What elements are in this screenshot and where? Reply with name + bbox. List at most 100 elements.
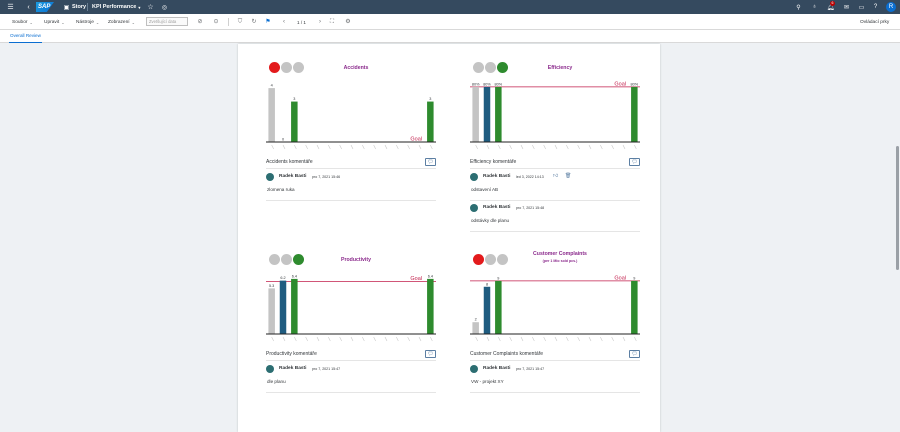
x-tick [373, 336, 376, 342]
avatar[interactable]: R [886, 2, 896, 12]
comments-divider [470, 360, 640, 361]
settings-icon[interactable]: ⚙ [345, 19, 351, 25]
chart-bar [279, 280, 287, 334]
data-search-input[interactable]: Zvetšující data [146, 17, 188, 26]
menu-upravit[interactable]: Upravit⌄ [44, 14, 65, 30]
chart-bar [495, 86, 502, 142]
x-tick [577, 144, 580, 150]
search-icon[interactable]: ⚲ [796, 4, 801, 11]
chart-bar [291, 278, 298, 334]
chart-bar [268, 88, 275, 142]
x-tick [271, 336, 274, 342]
goal-label: Goal [614, 81, 626, 87]
goal-label: Goal [410, 276, 422, 282]
status-light-green [497, 62, 508, 73]
x-tick [634, 336, 637, 342]
chart-bar [631, 280, 638, 334]
vertical-scrollbar[interactable] [896, 146, 899, 270]
delete-icon[interactable]: 🗑︎ [565, 173, 572, 179]
comments-title: Customer Complaints komentáře [470, 351, 544, 357]
menu-soubor-label: Soubor [12, 19, 28, 25]
x-tick [362, 336, 365, 342]
chart-bar [483, 86, 491, 142]
comment-date: led 3, 2022 14:13 [516, 175, 544, 179]
globe-icon[interactable]: ◎ [161, 4, 168, 11]
chat-icon[interactable]: ✉ [843, 4, 850, 11]
x-tick [407, 336, 410, 342]
star-icon[interactable]: ☆ [147, 4, 154, 11]
x-tick [316, 144, 320, 150]
comment-text: odstávky dle planu [471, 218, 510, 223]
like-icon[interactable]: 👍︎ [553, 173, 559, 179]
menu-soubor[interactable]: Soubor⌄ [12, 14, 33, 30]
status-light-grey [485, 62, 496, 73]
fullscreen-icon[interactable]: ⛶ [329, 19, 335, 25]
filter-icon[interactable]: ⛉ [237, 19, 243, 25]
panel-subtitle: (per 1 Mio sold pcs.) [542, 259, 578, 263]
data-label: 80% [495, 82, 503, 86]
x-tick [600, 144, 603, 150]
comment-button[interactable]: 💬︎ [425, 158, 436, 166]
comments-title: Accidents komentáře [266, 159, 313, 165]
chart-bar [631, 86, 638, 142]
comment-date: pro 7, 2021 15:48 [516, 206, 545, 210]
comment-text: odstavení AB [471, 187, 499, 192]
avatar [470, 365, 478, 373]
data-label: 6.4 [428, 274, 433, 278]
comment-button[interactable]: 💬︎ [425, 350, 436, 358]
controls-button[interactable]: Ovládací prky [860, 19, 890, 25]
next-page-icon[interactable]: › [319, 19, 321, 25]
undo-icon[interactable]: ⊘ [197, 19, 203, 25]
x-tick [294, 144, 297, 150]
menu-nastroje[interactable]: Nástroje⌄ [76, 14, 99, 30]
feedback-icon[interactable]: ▭ [858, 4, 865, 11]
comment-button[interactable]: 💬︎ [629, 158, 640, 166]
menu-icon[interactable]: ☰ [7, 4, 14, 11]
chart-bar [495, 280, 502, 334]
tab-overall-review[interactable]: Overall Review [9, 30, 42, 43]
comment-date: pro 7, 2021 15:47 [516, 367, 545, 371]
bell-icon[interactable]: 🔔︎ [826, 4, 835, 11]
redo-icon[interactable]: ⊙ [213, 19, 219, 25]
data-label: 4 [271, 84, 273, 88]
x-tick [328, 336, 331, 342]
x-tick [486, 336, 490, 342]
menu-zobrazeni[interactable]: Zobrazení⌄ [108, 14, 135, 30]
x-tick [588, 336, 592, 342]
x-tick [520, 336, 524, 342]
comment-date: pro 7, 2021 15:47 [312, 367, 341, 371]
refresh-icon[interactable]: ↻ [251, 19, 257, 25]
previous-page-icon[interactable]: ‹ [283, 19, 285, 25]
x-tick [475, 144, 478, 150]
panel-title: Productivity [341, 257, 371, 263]
x-tick [520, 144, 524, 150]
x-tick [532, 336, 535, 342]
x-tick [600, 336, 603, 342]
data-label: 6.2 [280, 276, 285, 280]
data-label: 3 [293, 97, 295, 101]
lightbulb-icon[interactable]: ♁ [812, 4, 817, 10]
chart-bar [268, 288, 275, 334]
help-icon[interactable]: ? [873, 4, 878, 10]
page-indicator: 1 / 1 [297, 19, 306, 25]
x-tick [611, 144, 614, 150]
x-tick [350, 144, 354, 150]
comment-button[interactable]: 💬︎ [629, 350, 640, 358]
x-tick [498, 144, 501, 150]
comments-title: Productivity komentáře [266, 351, 317, 357]
status-light-red [269, 62, 280, 73]
x-tick [418, 144, 422, 150]
status-light-grey [497, 254, 508, 265]
comment-author: Radek Basti [483, 205, 511, 210]
x-tick [566, 144, 569, 150]
bookmark-icon[interactable]: ⚑ [265, 19, 271, 25]
panel-title: Accidents [343, 65, 369, 71]
back-icon[interactable]: ‹ [27, 3, 30, 11]
chart-bar [472, 86, 479, 142]
x-tick [430, 336, 433, 342]
story-name[interactable]: KPI Performance ▾ [92, 0, 140, 14]
x-tick [396, 336, 399, 342]
